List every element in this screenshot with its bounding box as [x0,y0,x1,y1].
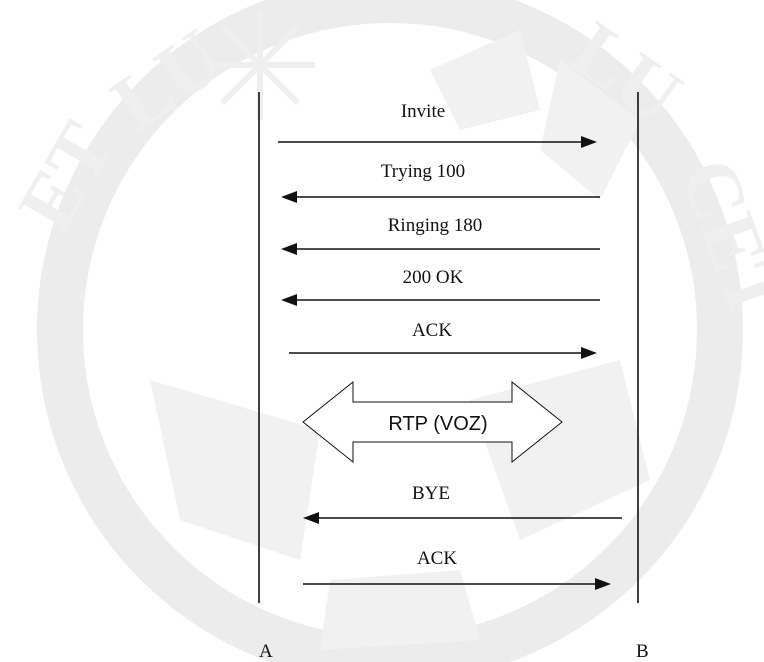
arrow-ringing-180 [281,243,600,255]
arrow-bye [303,512,622,524]
label-ack-2: ACK [416,548,458,569]
label-rtp-voz: RTP (VOZ) [388,413,488,435]
arrow-trying-100 [281,191,600,203]
label-trying-100: Trying 100 [380,161,466,182]
endpoint-b-label: B [636,641,649,662]
arrow-200-ok [281,294,600,306]
rtp-double-arrow [302,380,563,464]
label-200-ok: 200 OK [402,267,464,288]
label-invite: Invite [400,101,446,122]
arrow-ack-1 [289,347,597,359]
label-ringing-180: Ringing 180 [387,215,483,236]
arrow-ack-2 [303,578,611,590]
label-bye: BYE [412,483,450,504]
arrow-invite [278,136,597,148]
endpoint-a-label: A [259,641,273,662]
label-ack-1: ACK [411,320,453,341]
